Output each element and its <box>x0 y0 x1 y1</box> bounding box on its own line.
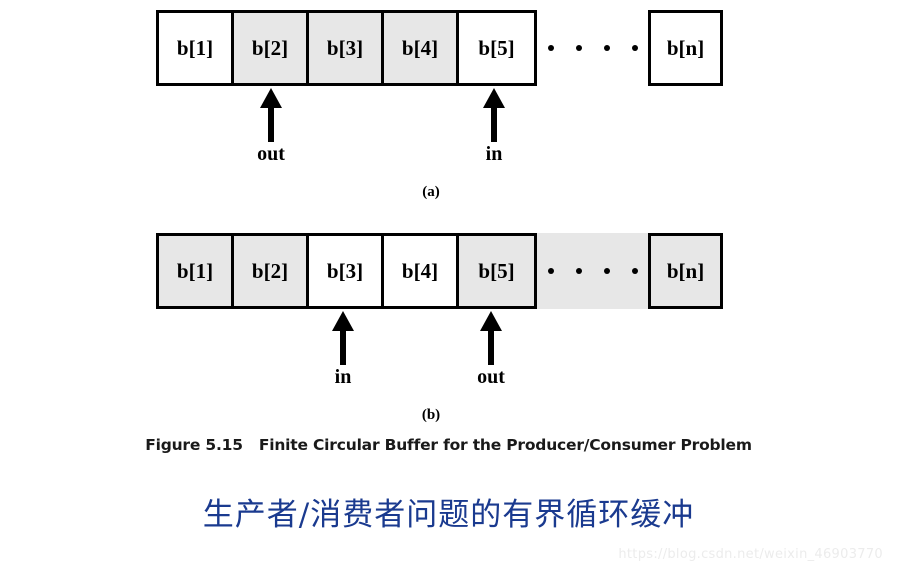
up-arrow-icon <box>483 88 505 142</box>
pointer-label-in-a: in <box>485 143 503 165</box>
up-arrow-icon <box>260 88 282 142</box>
pointer-label-out-a: out <box>257 143 285 165</box>
ellipsis-dot-icon <box>603 45 610 51</box>
buffer-cell-b2-b: b[2] <box>234 236 309 306</box>
figure-caption-title: Finite Circular Buffer for the Producer/… <box>258 436 752 454</box>
up-arrow-icon <box>480 311 502 365</box>
buffer-cell-b1-a: b[1] <box>159 13 234 83</box>
blog-watermark: https://blog.csdn.net/weixin_46903770 <box>618 547 883 562</box>
ellipsis-dot-icon <box>603 268 610 274</box>
buffer-cell-bn-a: b[n] <box>648 10 723 86</box>
ellipsis-dot-icon <box>631 268 638 274</box>
translated-figure-title: 生产者/消费者问题的有界循环缓冲 <box>202 497 695 533</box>
up-arrow-icon <box>332 311 354 365</box>
cell-label: b[3] <box>326 258 364 283</box>
cell-label: b[5] <box>478 258 515 283</box>
cell-label: b[1] <box>176 35 214 60</box>
ellipsis-dot-icon <box>575 45 582 51</box>
buffer-gap-a <box>537 10 648 86</box>
cell-label: b[1] <box>176 258 214 283</box>
cell-label: b[3] <box>326 35 364 60</box>
buffer-cell-b3-a: b[3] <box>309 13 384 83</box>
cell-label: b[n] <box>666 258 705 283</box>
buffer-cell-b5-a: b[5] <box>459 13 534 83</box>
cell-label: b[5] <box>478 35 515 60</box>
buffer-cell-b2-a: b[2] <box>234 13 309 83</box>
pointer-in-b: in <box>313 311 373 387</box>
cell-label: b[4] <box>401 35 439 60</box>
buffer-cell-b4-b: b[4] <box>384 236 459 306</box>
figure-caption: Figure 5.15 Finite Circular Buffer for th… <box>0 436 897 454</box>
cell-strip-b: b[1] b[2] b[3] b[4] b[5] <box>156 233 537 309</box>
figure-caption-label: Figure 5.15 <box>145 436 243 454</box>
buffer-cell-b5-b: b[5] <box>459 236 534 306</box>
buffer-row-a: b[1] b[2] b[3] b[4] b[5] b[n] <box>156 10 723 86</box>
pointer-out-a: out <box>241 88 301 164</box>
cell-label: b[2] <box>251 35 289 60</box>
pointer-out-b: out <box>461 311 521 387</box>
cell-label: b[2] <box>251 258 289 283</box>
buffer-cell-b3-b: b[3] <box>309 236 384 306</box>
ellipsis-dot-icon <box>575 268 582 274</box>
cell-label: b[n] <box>666 35 705 60</box>
cell-label: b[4] <box>401 258 439 283</box>
buffer-cell-bn-b: b[n] <box>648 233 723 309</box>
ellipsis-dot-icon <box>547 45 554 51</box>
ellipsis-dot-icon <box>547 268 554 274</box>
ellipsis-dot-icon <box>631 45 638 51</box>
buffer-cell-b1-b: b[1] <box>159 236 234 306</box>
buffer-row-b: b[1] b[2] b[3] b[4] b[5] b[n] <box>156 233 723 309</box>
pointer-in-a: in <box>464 88 524 164</box>
buffer-cell-b4-a: b[4] <box>384 13 459 83</box>
buffer-gap-b <box>537 233 648 309</box>
subfigure-label-b: (b) <box>421 407 441 423</box>
pointer-label-in-b: in <box>334 366 352 388</box>
cell-strip-a: b[1] b[2] b[3] b[4] b[5] <box>156 10 537 86</box>
pointer-label-out-b: out <box>477 366 505 388</box>
subfigure-label-a: (a) <box>422 184 440 200</box>
